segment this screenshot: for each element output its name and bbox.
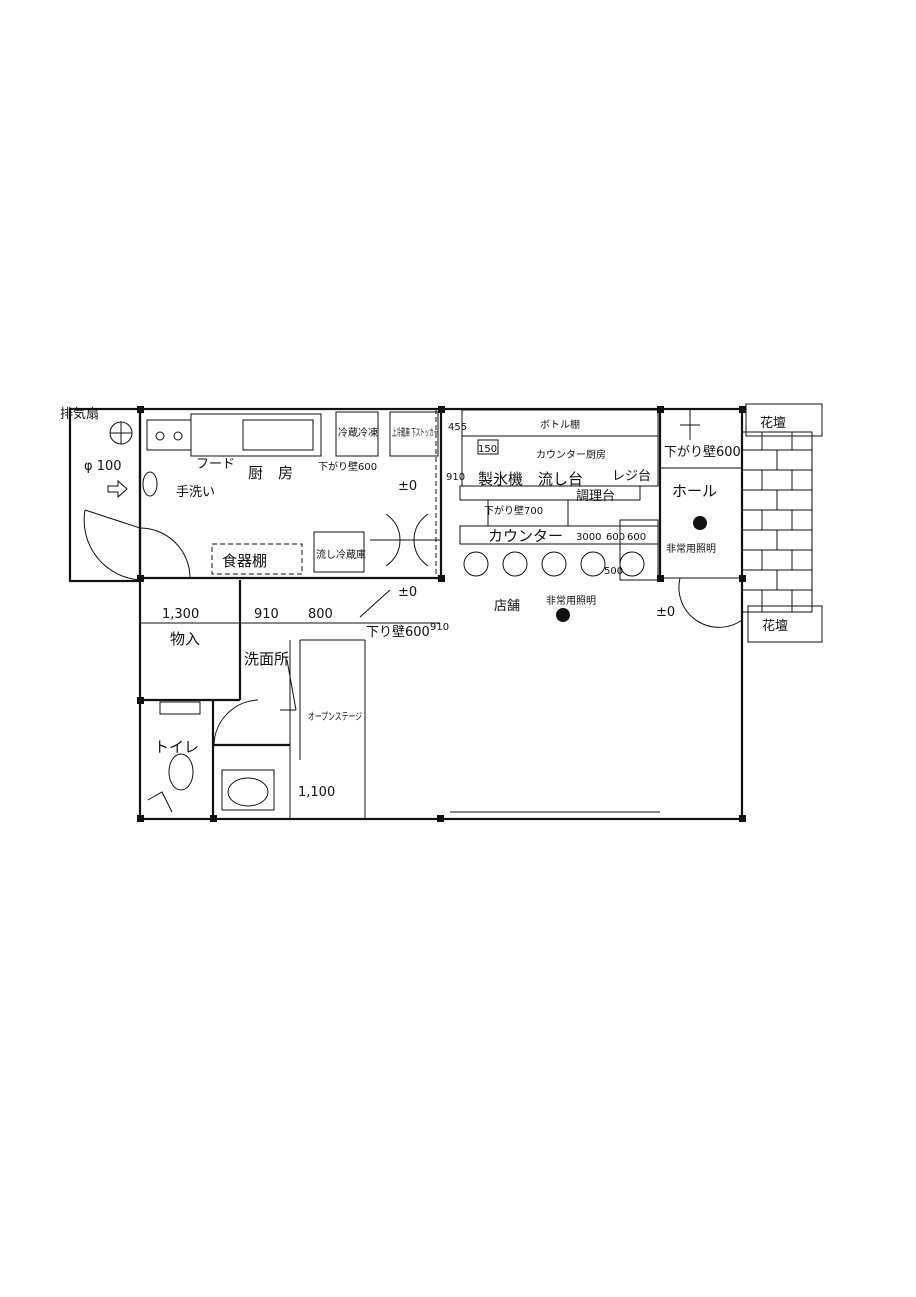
label-drop-wall-600-hall: 下がり壁600 <box>664 445 741 460</box>
label-exhaust-fan: 排気扇 <box>60 406 99 422</box>
label-upper-fridge: 上冷蔵庫 下ストッカー <box>392 426 438 439</box>
label-duct: φ 100 <box>84 459 122 474</box>
label-emergency-light-a: 非常用照明 <box>666 542 716 555</box>
label-dim-1100: 1,100 <box>298 785 335 800</box>
label-level-0-c: ±0 <box>656 605 675 620</box>
label-hood: フード <box>196 457 235 472</box>
label-hand-wash: 手洗い <box>176 485 215 500</box>
label-dim-910-c: 910 <box>254 607 279 622</box>
label-flower-bed-bottom: 花壇 <box>762 618 788 634</box>
label-fridge-box: 冷蔵冷凍 <box>338 426 378 439</box>
label-open-stage: オープンステージ <box>308 711 362 723</box>
label-storage: 物入 <box>170 630 200 648</box>
label-dim-455: 455 <box>448 422 467 433</box>
label-dim-500: 500 <box>604 566 623 577</box>
label-flower-bed-top: 花壇 <box>760 415 786 431</box>
flower-bed-bricks <box>741 403 823 643</box>
label-dim-1300: 1,300 <box>162 607 199 622</box>
label-dim-600b: 600 <box>627 532 646 543</box>
label-cooking-stand: 調理台 <box>576 489 615 504</box>
label-drop-wall-600-kitchen: 下がり壁600 <box>318 460 377 473</box>
label-drop-wall-700: 下がり壁700 <box>484 504 543 517</box>
label-dish-shelf: 食器棚 <box>222 552 267 570</box>
label-dim-910-a: 910 <box>446 472 465 483</box>
shop-fixtures <box>359 589 660 813</box>
label-dim-600: 600 <box>606 532 625 543</box>
label-register: レジ台 <box>612 469 651 484</box>
label-drop-wall-600-shop: 下り壁600 <box>366 625 430 640</box>
label-washroom: 洗面所 <box>244 650 289 668</box>
label-ice-maker: 製氷機 <box>478 470 523 488</box>
label-panel-50: 150 <box>478 444 497 455</box>
label-toilet: トイレ <box>154 738 199 756</box>
label-hall: ホール <box>672 482 717 500</box>
label-kitchen: 厨 房 <box>248 464 293 482</box>
kitchen-fixtures <box>83 409 440 581</box>
label-counter: カウンター <box>488 527 563 545</box>
label-level-0-b: ±0 <box>398 585 417 600</box>
label-dim-800: 800 <box>308 607 333 622</box>
label-level-0-a: ±0 <box>398 479 417 494</box>
toilet-fixtures <box>147 659 297 813</box>
label-sink: 流し台 <box>538 470 583 488</box>
label-dim-910-b: 910 <box>430 622 449 633</box>
label-counter-kitchen: カウンター厨房 <box>536 448 606 461</box>
label-bottle-shelf: ボトル棚 <box>540 418 580 431</box>
room-labels: 排気扇 φ 100 フード 厨 房 下がり壁600 手洗い ±0 食器棚 流し冷… <box>60 406 788 800</box>
wall-posts <box>137 406 746 822</box>
label-sink-fridge: 流し冷蔵庫 <box>316 548 366 561</box>
counter-fixtures <box>459 409 659 581</box>
label-emergency-light-b: 非常用照明 <box>546 594 596 607</box>
label-shop: 店舗 <box>494 599 520 614</box>
label-dim-3000: 3000 <box>576 532 601 543</box>
